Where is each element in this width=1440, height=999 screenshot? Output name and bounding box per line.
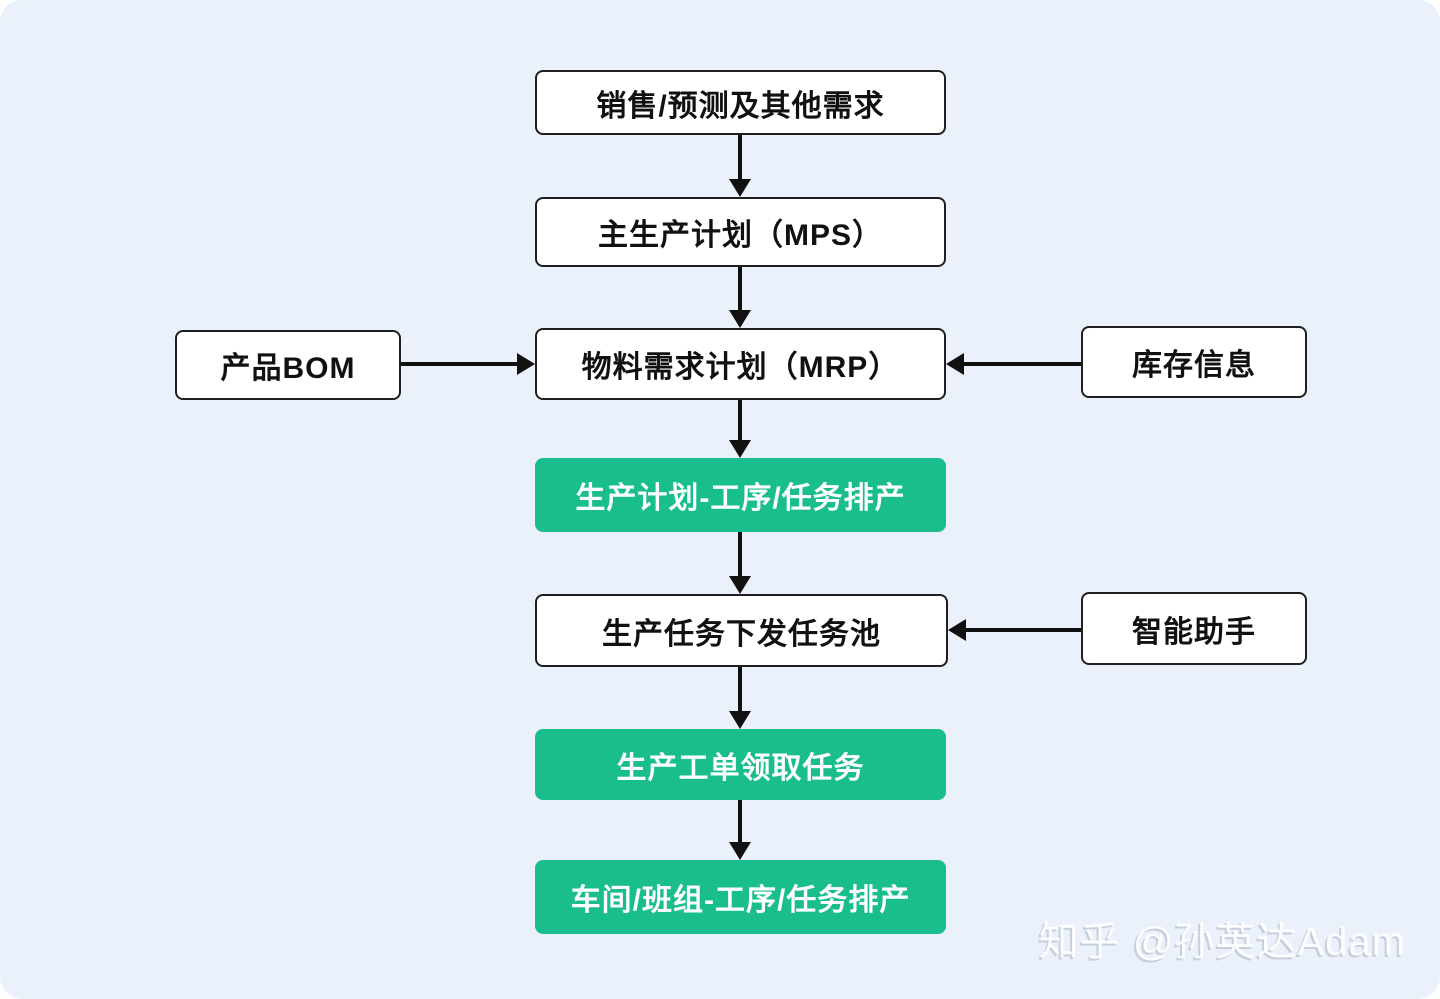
- arrow-head-down-icon: [729, 711, 751, 729]
- zhihu-watermark: 知乎 @孙英达Adam: [1038, 920, 1406, 964]
- arrow-line: [738, 400, 742, 442]
- arrow-head-down-icon: [729, 842, 751, 860]
- arrow-mrp-to-plan-scheduling: [728, 400, 752, 458]
- arrow-mps-to-mrp: [728, 267, 752, 328]
- arrow-line: [738, 135, 742, 181]
- node-mrp: 物料需求计划（MRP）: [535, 328, 946, 400]
- arrow-head-down-icon: [729, 576, 751, 594]
- node-smart-assistant: 智能助手: [1081, 592, 1307, 665]
- node-sales-demand: 销售/预测及其他需求: [535, 70, 946, 135]
- arrow-work-order-to-workshop-scheduling: [728, 800, 752, 860]
- node-mps: 主生产计划（MPS）: [535, 197, 946, 267]
- arrow-line: [962, 362, 1081, 366]
- arrow-head-left-icon: [946, 353, 964, 375]
- arrow-inventory-info-to-mrp: [946, 352, 1081, 376]
- arrow-head-down-icon: [729, 440, 751, 458]
- arrow-task-pool-to-work-order: [728, 667, 752, 729]
- arrow-line: [738, 800, 742, 844]
- node-plan-scheduling: 生产计划-工序/任务排产: [535, 458, 946, 532]
- arrow-line: [401, 362, 519, 366]
- arrow-sales-demand-to-mps: [728, 135, 752, 197]
- arrow-head-right-icon: [517, 353, 535, 375]
- node-inventory-info: 库存信息: [1081, 326, 1307, 398]
- arrow-head-down-icon: [729, 310, 751, 328]
- node-work-order: 生产工单领取任务: [535, 729, 946, 800]
- arrow-line: [964, 628, 1081, 632]
- arrow-line: [738, 532, 742, 578]
- node-workshop-scheduling: 车间/班组-工序/任务排产: [535, 860, 946, 934]
- arrow-head-down-icon: [729, 179, 751, 197]
- node-task-pool: 生产任务下发任务池: [535, 594, 948, 667]
- arrow-head-left-icon: [948, 619, 966, 641]
- arrow-line: [738, 267, 742, 312]
- arrow-smart-assistant-to-task-pool: [948, 618, 1081, 642]
- arrow-plan-scheduling-to-task-pool: [728, 532, 752, 594]
- node-product-bom: 产品BOM: [175, 330, 401, 400]
- arrow-line: [738, 667, 742, 713]
- arrow-product-bom-to-mrp: [401, 352, 535, 376]
